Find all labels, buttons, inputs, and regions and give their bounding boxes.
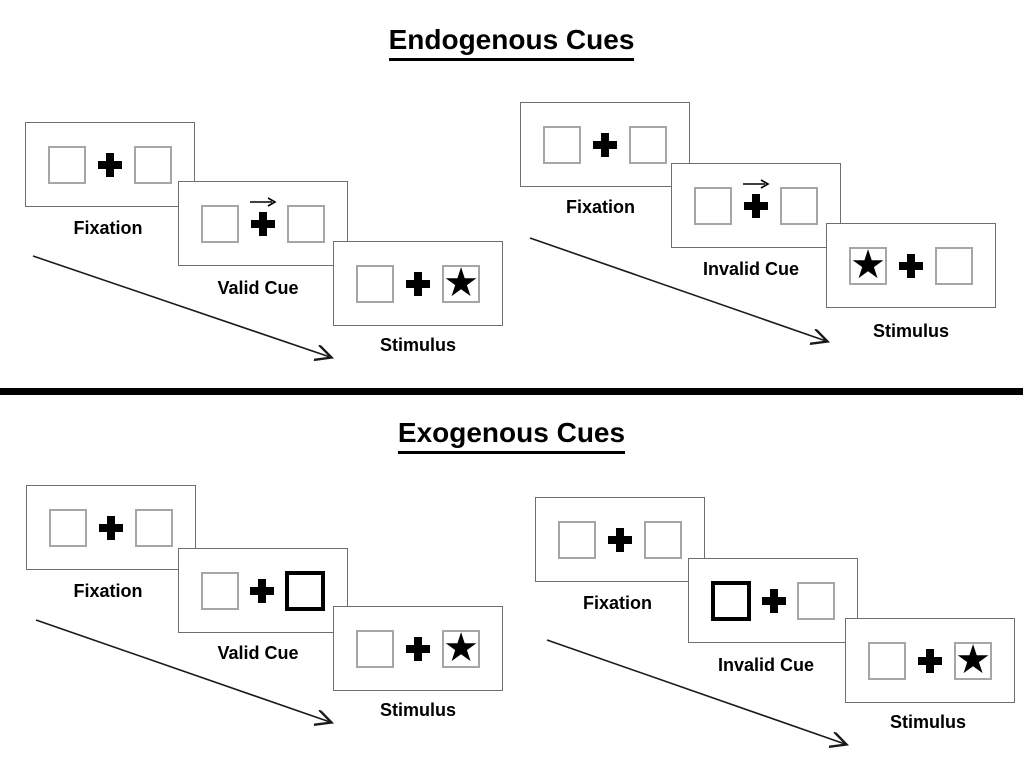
exogenous-valid-fixation-panel: [26, 485, 196, 570]
fixation-cross-icon: [918, 648, 942, 673]
endogenous-title-row: Endogenous Cues: [0, 24, 1023, 62]
right-target-box: ★: [442, 624, 480, 671]
fixation-cross-icon: [406, 636, 430, 661]
fixation-cross-icon: [250, 578, 274, 603]
exogenous-valid-cue-panel: [178, 548, 348, 633]
left-placeholder-box: [868, 641, 906, 680]
fixation-cross-icon: [98, 152, 122, 177]
left-placeholder-box: [694, 186, 732, 225]
star-target-icon: ★: [443, 624, 479, 671]
exogenous-section-title: Exogenous Cues: [397, 417, 626, 455]
fixation-cross-icon: [744, 193, 768, 218]
left-placeholder-box: [543, 125, 581, 164]
left-placeholder-box: [48, 145, 86, 184]
panel-label: Stimulus: [872, 321, 949, 341]
panel-label: Fixation: [73, 218, 143, 238]
panel-label: Fixation: [582, 593, 652, 613]
left-placeholder-box: [356, 264, 394, 303]
endogenous-valid-fixation-panel: [25, 122, 195, 207]
left-placeholder-box: [201, 204, 239, 243]
fixation-cross-icon: [99, 515, 123, 540]
left-placeholder-box: [356, 629, 394, 668]
right-placeholder-box: [135, 508, 173, 547]
star-target-icon: ★: [955, 636, 991, 683]
right-placeholder-box: [644, 520, 682, 559]
fixation-cross-icon: [608, 527, 632, 552]
right-target-box: ★: [954, 636, 992, 683]
fixation-cross-icon: [762, 588, 786, 613]
exogenous-invalid-fixation-panel: [535, 497, 705, 582]
section-divider: [0, 388, 1023, 395]
endogenous-invalid-cue-panel: [671, 163, 841, 248]
exogenous-invalid-stimulus-panel: ★: [845, 618, 1015, 703]
fixation-cross-icon: [251, 211, 275, 236]
star-target-icon: ★: [850, 241, 886, 288]
panel-label: Stimulus: [379, 335, 456, 355]
endogenous-valid-stimulus-panel: ★: [333, 241, 503, 326]
time-arrow-exogenous-valid: [35, 619, 330, 722]
right-placeholder-box: [629, 125, 667, 164]
panel-label: Valid Cue: [217, 643, 299, 663]
exogenous-title-row: Exogenous Cues: [0, 417, 1023, 455]
right-placeholder-box: [797, 581, 835, 620]
time-arrow-endogenous-invalid: [529, 237, 826, 341]
right-placeholder-box: [134, 145, 172, 184]
left-placeholder-box: [201, 571, 239, 610]
right-placeholder-box: [935, 246, 973, 285]
fixation-cross-icon: [593, 132, 617, 157]
endogenous-invalid-fixation-panel: [520, 102, 690, 187]
fixation-cross-icon: [899, 253, 923, 278]
panel-label: Valid Cue: [217, 278, 299, 298]
right-cue-highlight-box: [285, 570, 325, 611]
right-arrow-icon: [743, 179, 770, 189]
endogenous-valid-cue-panel: [178, 181, 348, 266]
left-target-box: ★: [849, 241, 887, 288]
endogenous-section-title: Endogenous Cues: [388, 24, 635, 62]
right-placeholder-box: [287, 204, 325, 243]
time-arrow-endogenous-valid: [32, 255, 330, 357]
exogenous-invalid-cue-panel: [688, 558, 858, 643]
panel-label: Invalid Cue: [717, 655, 815, 675]
left-cue-highlight-box: [711, 580, 751, 621]
right-target-box: ★: [442, 259, 480, 306]
right-placeholder-box: [780, 186, 818, 225]
panel-label: Stimulus: [379, 700, 456, 720]
left-placeholder-box: [558, 520, 596, 559]
endogenous-invalid-stimulus-panel: ★: [826, 223, 996, 308]
star-target-icon: ★: [443, 259, 479, 306]
panel-label: Fixation: [73, 581, 143, 601]
left-placeholder-box: [49, 508, 87, 547]
panel-label: Invalid Cue: [702, 259, 800, 279]
fixation-cross-icon: [406, 271, 430, 296]
exogenous-valid-stimulus-panel: ★: [333, 606, 503, 691]
panel-label: Fixation: [565, 197, 635, 217]
panel-label: Stimulus: [889, 712, 966, 732]
right-arrow-icon: [250, 197, 277, 207]
